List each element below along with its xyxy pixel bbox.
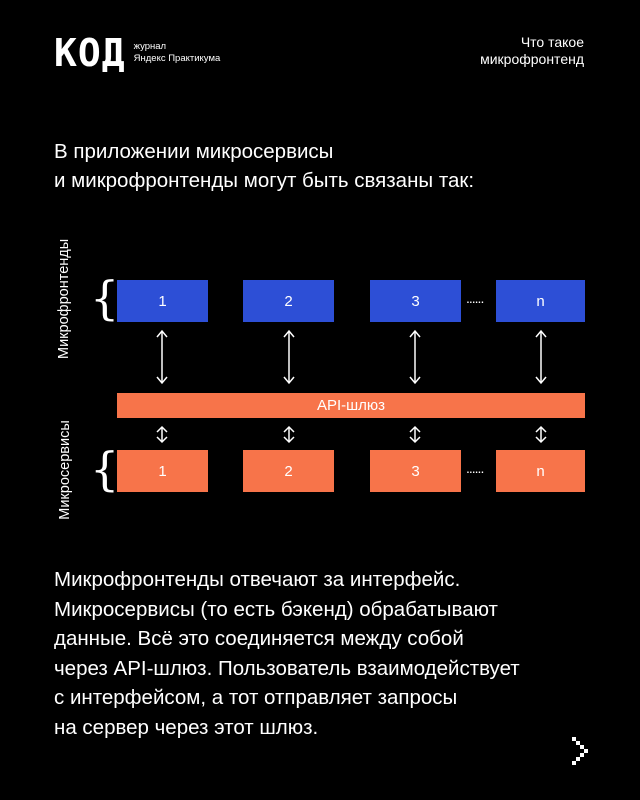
headline: В приложении микросервисы и микрофронтен… bbox=[54, 137, 594, 195]
logo-subtitle-line-2: Яндекс Практикума bbox=[133, 53, 221, 64]
body-line-1: Микрофронтенды отвечают за интерфейс. bbox=[54, 568, 461, 591]
logo-subtitle-line-1: журнал bbox=[133, 41, 167, 52]
api-gateway: API-шлюз bbox=[117, 393, 585, 418]
topic-label: Что такое микрофронтенд bbox=[480, 34, 584, 68]
service-box-2: 2 bbox=[243, 450, 334, 492]
service-dots: ...... bbox=[466, 460, 484, 476]
logo-subtitle: журнал Яндекс Практикума bbox=[134, 41, 221, 65]
body-line-2: Микросервисы (то есть бэкенд) обрабатыва… bbox=[54, 597, 498, 621]
body-line-4: через API-шлюз. Пользователь взаимодейст… bbox=[54, 656, 520, 680]
arrow-service-2 bbox=[283, 425, 295, 444]
body-line-6: на сервер через этот шлюз. bbox=[54, 715, 319, 739]
headline-line-1: В приложении микросервисы bbox=[54, 140, 334, 163]
topic-line-2: микрофронтенд bbox=[480, 51, 584, 67]
frontend-box-3: 3 bbox=[370, 280, 461, 322]
frontend-box-1: 1 bbox=[117, 280, 208, 322]
headline-line-2: и микрофронтенды могут быть связаны так: bbox=[54, 169, 475, 192]
service-box-3: 3 bbox=[370, 450, 461, 492]
body-text: Микрофронтенды отвечают за интерфейс. Ми… bbox=[54, 565, 614, 742]
brace-services: { bbox=[90, 442, 120, 496]
topic-line-1: Что такое bbox=[520, 34, 584, 50]
service-box-1: 1 bbox=[117, 450, 208, 492]
arrow-service-3 bbox=[409, 425, 421, 444]
arrow-service-n bbox=[535, 425, 547, 444]
body-line-3: данные. Всё это соединяется между собой bbox=[54, 627, 464, 650]
arrow-frontend-2 bbox=[283, 329, 295, 385]
frontend-box-2: 2 bbox=[243, 280, 334, 322]
arrow-frontend-1 bbox=[156, 329, 168, 385]
logo: КОД журнал Яндекс Практикума bbox=[54, 34, 220, 72]
brace-frontends: { bbox=[90, 271, 120, 325]
body-line-5: с интерфейсом, а тот отправляет запросы bbox=[54, 686, 458, 709]
service-box-n: n bbox=[496, 450, 585, 492]
frontend-dots: ...... bbox=[466, 290, 484, 306]
frontend-box-n: n bbox=[496, 280, 585, 322]
arrow-frontend-n bbox=[535, 329, 547, 385]
arrow-frontend-3 bbox=[409, 329, 421, 385]
logo-word: КОД bbox=[54, 31, 126, 75]
chevron-right-icon bbox=[572, 737, 588, 765]
next-slide-button[interactable] bbox=[572, 737, 590, 770]
arrow-service-1 bbox=[156, 425, 168, 444]
